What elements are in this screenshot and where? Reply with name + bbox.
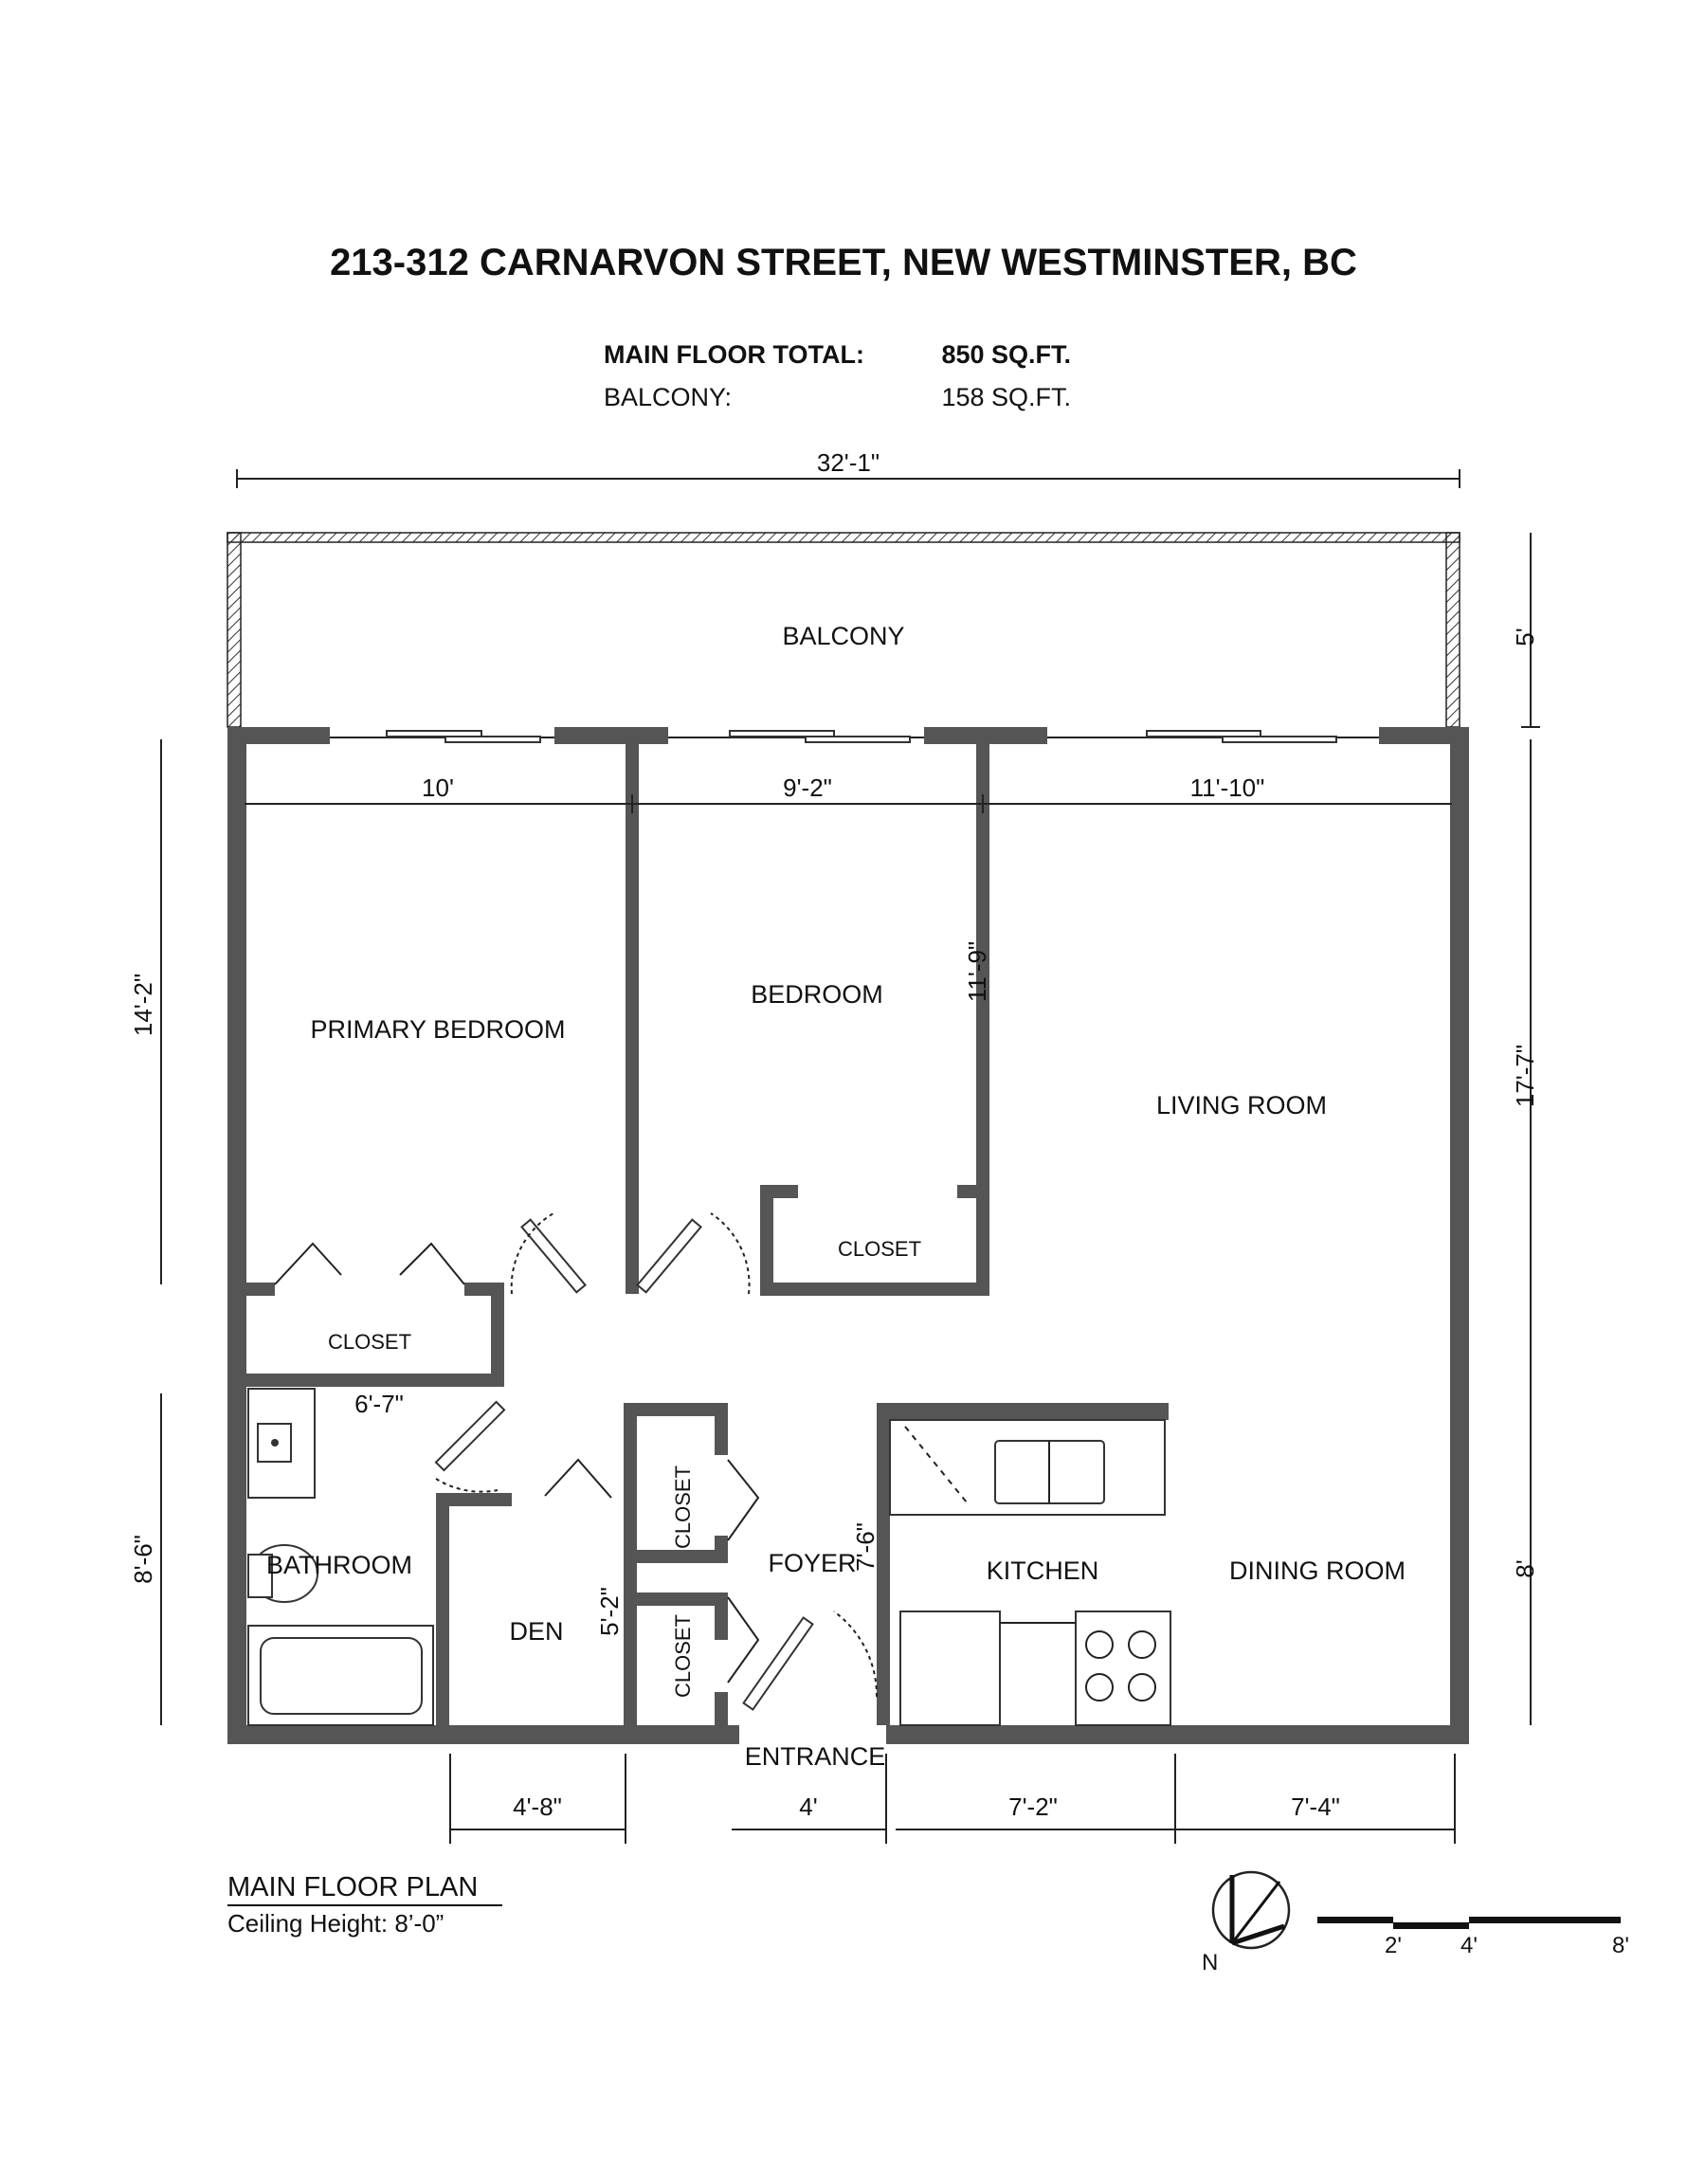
bathroom-fixtures	[247, 1388, 434, 1726]
room-closet-foyer-upper: CLOSET	[671, 1465, 695, 1549]
dim-kitchen-width: 7'-2"	[1008, 1793, 1058, 1821]
room-primary-bedroom: PRIMARY BEDROOM	[310, 1015, 565, 1044]
main-floor-total-value: 850 SQ.FT.	[941, 340, 1071, 369]
kitchen-fixtures	[889, 1419, 1171, 1726]
dim-right-lower: 8'	[1511, 1559, 1539, 1577]
dim-overall-width: 32'-1"	[817, 448, 880, 477]
dim-entrance-width: 4'	[799, 1793, 817, 1821]
compass-label: N	[1202, 1950, 1218, 1975]
room-closet-foyer-lower: CLOSET	[671, 1614, 695, 1698]
room-balcony: BALCONY	[782, 622, 904, 650]
dim-bedroom-width: 9'-2"	[783, 774, 832, 802]
dim-left-lower: 8'-6"	[129, 1535, 157, 1584]
room-entrance: ENTRANCE	[745, 1742, 886, 1771]
north-arrow-icon	[1211, 1870, 1291, 1950]
room-den: DEN	[509, 1617, 563, 1646]
ceiling-height: Ceiling Height: 8’-0”	[227, 1909, 444, 1938]
dim-bathroom-width: 6'-7"	[354, 1390, 404, 1418]
dim-right-upper: 17'-7"	[1511, 1045, 1539, 1107]
balcony-area-value: 158 SQ.FT.	[941, 383, 1071, 411]
dimension-lines	[160, 469, 1540, 1844]
dim-bedroom-depth: 11'-9"	[963, 941, 991, 1002]
room-closet-primary: CLOSET	[328, 1330, 411, 1354]
dim-primary-bedroom-width: 10'	[422, 774, 454, 802]
dim-living-room-width: 11'-10"	[1190, 774, 1265, 802]
scale-label-4: 4'	[1460, 1933, 1478, 1958]
scale-bar	[1317, 1917, 1621, 1929]
plan-title: MAIN FLOOR PLAN	[227, 1872, 478, 1902]
balcony-area-label: BALCONY:	[604, 383, 732, 411]
dim-den-width: 4'-8"	[513, 1793, 562, 1821]
scale-label-2: 2'	[1385, 1933, 1402, 1958]
room-bedroom: BEDROOM	[751, 980, 883, 1009]
dim-den-depth: 5'-2"	[595, 1587, 624, 1636]
balcony-railing	[227, 532, 1460, 728]
scale-label-8: 8'	[1612, 1933, 1629, 1958]
room-living-room: LIVING ROOM	[1156, 1091, 1327, 1119]
room-dining-room: DINING ROOM	[1229, 1556, 1406, 1585]
dim-dining-width: 7'-4"	[1291, 1793, 1340, 1821]
address-title: 213-312 CARNARVON STREET, NEW WESTMINSTE…	[330, 242, 1357, 283]
dim-balcony-depth: 5'	[1511, 628, 1539, 646]
main-floor-total-label: MAIN FLOOR TOTAL:	[604, 340, 864, 369]
interior-walls	[246, 744, 1169, 1744]
room-foyer: FOYER	[768, 1549, 856, 1577]
dim-left-upper: 14'-2"	[129, 974, 157, 1036]
exterior-walls	[227, 727, 1469, 1744]
doors	[274, 1212, 879, 1711]
room-kitchen: KITCHEN	[987, 1556, 1099, 1585]
room-bathroom: BATHROOM	[266, 1551, 412, 1579]
sliding-doors	[330, 730, 1379, 743]
dim-kitchen-depth: 7'-6"	[851, 1522, 880, 1572]
room-closet-bedroom: CLOSET	[838, 1237, 921, 1261]
